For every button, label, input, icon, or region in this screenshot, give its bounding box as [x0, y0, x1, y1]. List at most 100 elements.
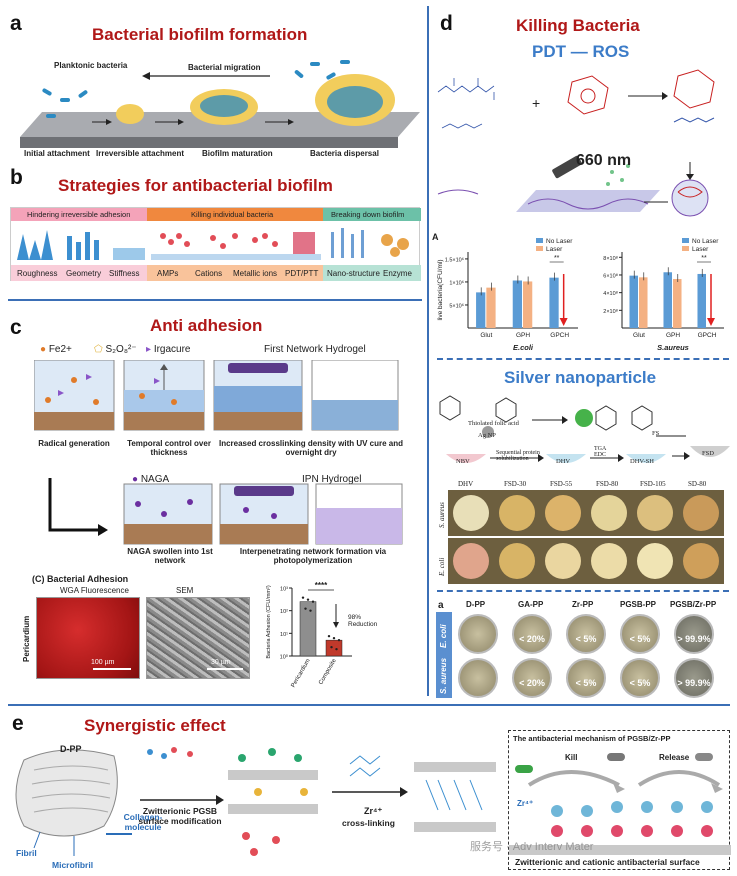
item-row: Roughness Geometry Stiffness AMPs Cation…	[11, 265, 421, 281]
y-axis-label: live bacteria(CFU/ml)	[437, 259, 444, 320]
silver-dhv: DHV	[556, 458, 571, 465]
y-tick-label: 1×10⁶	[449, 279, 464, 286]
panel-c-letter: c	[10, 316, 22, 339]
item-amps: AMPs	[157, 269, 179, 278]
svg-text:+: +	[532, 95, 540, 111]
y-axis-label: Bacteria Adhesion (CFU/mm²)	[266, 585, 272, 659]
data-point	[309, 609, 312, 612]
step-radical: Radical generation	[38, 439, 110, 448]
item-geometry: Geometry	[66, 269, 102, 278]
y-tick-label: 8×10⁸	[603, 255, 618, 262]
step-crosslink: Increased crosslinking density with UV c…	[218, 439, 404, 457]
silver-title: Silver nanoparticle	[504, 368, 657, 387]
y-tick-label: 10¹	[280, 632, 288, 638]
zwitter-label: Zwitterionic PGSB surface modification	[138, 806, 222, 826]
pp-dish-sa-0	[458, 658, 498, 698]
y-tick-label: 10²	[280, 609, 288, 615]
pp-dish-ec-1: < 20%	[512, 614, 552, 654]
item-stiffness: Stiffness	[109, 269, 140, 278]
pp-dish-ec-0	[458, 614, 498, 654]
legend-label: No Laser	[546, 238, 573, 245]
cat-break	[323, 208, 421, 221]
bar-laser	[673, 279, 682, 328]
bar-no-laser	[663, 272, 672, 328]
legend-s2o8: ⬠ S₂O₈²⁻	[94, 344, 137, 355]
legend-label: No Laser	[692, 238, 719, 245]
legend-swatch	[536, 246, 543, 251]
mech-kill: Kill	[565, 753, 578, 762]
first-network-label: First Network Hydrogel	[264, 344, 366, 355]
planktonic-label: Planktonic bacteria	[54, 61, 128, 70]
legend-fe: ● Fe2+	[40, 344, 72, 355]
bar-no-laser	[512, 280, 522, 328]
hydrogel-step2-svg	[48, 478, 403, 545]
step-naga-swollen: NAGA swollen into 1st network	[127, 547, 213, 565]
silver-agnp: Ag NP	[478, 432, 496, 439]
item-nano: Nano-structure	[327, 269, 380, 278]
step-temporal: Temporal control over thickness	[127, 439, 211, 457]
silver-scheme-svg	[439, 395, 730, 463]
crosslink-label: cross-linking	[342, 818, 395, 828]
pp-dish-ec-2: < 5%	[566, 614, 606, 654]
biofilm-illustration	[20, 52, 420, 162]
cat-kill-label: Killing individual bacteria	[191, 210, 274, 219]
silver-nbv: NBV	[456, 458, 470, 465]
bar-composite	[325, 639, 343, 657]
fibril-label: Fibril	[16, 848, 37, 858]
chart-panel-label: A	[432, 232, 439, 242]
silver-fsd: FSD	[702, 450, 714, 457]
data-point	[311, 600, 315, 603]
y-tick-label: 6×10⁸	[603, 272, 618, 279]
panel-e-title: Synergistic effect	[84, 716, 226, 735]
x-tick-label: Composite	[318, 657, 338, 685]
item-enzyme: Enzyme	[383, 269, 412, 278]
sem-scale: 30 µm	[211, 659, 231, 666]
wga-scale: 100 µm	[91, 659, 115, 666]
red-arrow-head	[559, 318, 568, 326]
strategy-icons	[17, 228, 409, 260]
cat-kill	[147, 208, 323, 221]
pp-col-4: PGSB/Zr-PP	[670, 600, 717, 609]
y-tick-label: 10³	[280, 587, 288, 593]
pp-grid: a D-PP GA-PP Zr-PP PGSB-PP PGSB/Zr-PP E.…	[436, 600, 730, 698]
divider-c-e	[8, 704, 730, 706]
fsd-col-5: SD-80	[688, 480, 707, 488]
stage-2: Irreversible attachment	[96, 149, 185, 158]
legend-swatch	[682, 246, 689, 251]
adhesion-title: (C) Bacterial Adhesion	[32, 574, 129, 584]
pp-dish-sa-1: < 20%	[512, 658, 552, 698]
y-tick-label: 10⁰	[280, 654, 289, 661]
legend-label: Laser	[692, 246, 709, 253]
y-tick-label: 1.5×10⁶	[445, 256, 464, 263]
pp-dish-ec-4: > 99.9%	[674, 614, 714, 654]
biofilm-svg	[20, 60, 420, 148]
y-tick-label: 4×10⁸	[603, 290, 618, 297]
chart-title: E.coli	[513, 343, 534, 352]
silver-seq: Sequential protein solubilization	[496, 450, 540, 462]
bar-no-laser	[549, 277, 559, 328]
legend-swatch	[682, 238, 689, 243]
bar-laser	[523, 281, 533, 328]
bar-no-laser	[697, 273, 706, 328]
hydrogel-step1-svg	[34, 360, 399, 431]
panel-d-title: Killing Bacteria	[516, 16, 640, 35]
item-metallic: Metallic ions	[233, 269, 278, 278]
x-tick-label: GPCH	[550, 332, 569, 339]
fsd-col-1: FSD-30	[504, 480, 527, 488]
mechanism-box: The antibacterial mechanism of PGSB/Zr-P…	[508, 730, 731, 870]
pp-letter: a	[438, 600, 444, 611]
fsd-col-2: FSD-55	[550, 480, 573, 488]
y-tick-label: 2×10⁸	[603, 308, 618, 315]
pp-row-0: E. coli	[439, 624, 448, 648]
vertical-divider	[427, 6, 429, 696]
sig-label: **	[701, 255, 707, 262]
watermark: 服务号 · Adv Interv Mater	[470, 841, 594, 853]
x-tick-label: Glut	[633, 332, 645, 339]
panel-b-letter: b	[10, 166, 23, 189]
mech-title: The antibacterial mechanism of PGSB/Zr-P…	[513, 734, 671, 743]
pp-dish-sa-4: > 99.9%	[674, 658, 714, 698]
divider-b-c	[8, 299, 422, 301]
mech-svg	[509, 753, 731, 855]
microfibril-label: Microfibril	[52, 860, 94, 870]
